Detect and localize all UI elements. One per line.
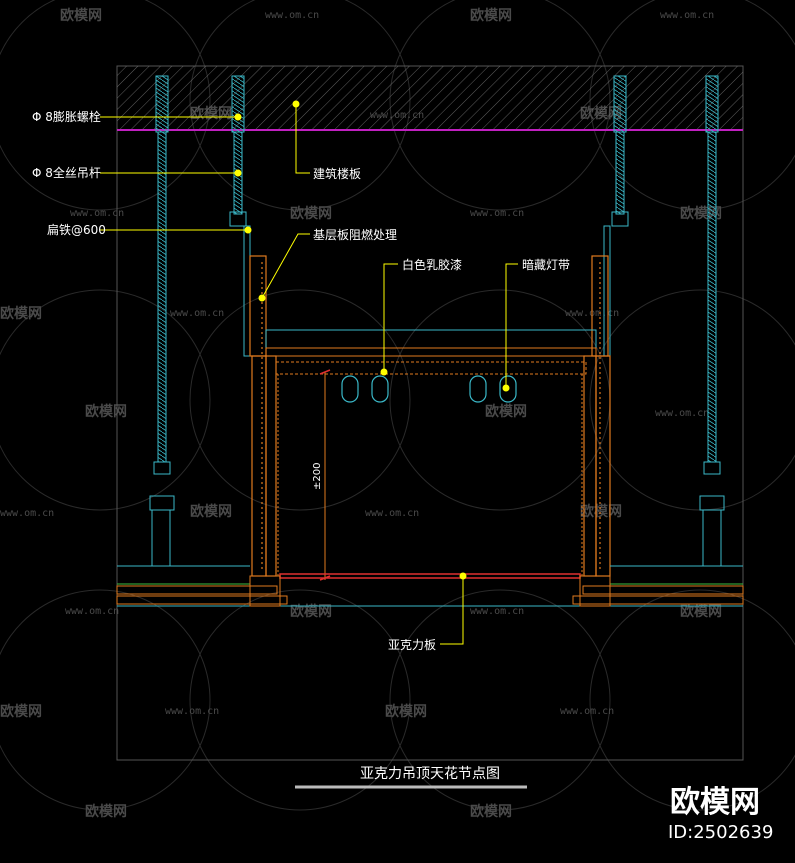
label-floor-slab: 建筑楼板 (313, 166, 361, 181)
watermark-brand: 欧模网 (580, 503, 622, 520)
floor-slab (117, 66, 743, 130)
logo-brand: 欧模网 (670, 785, 760, 820)
watermark-brand: 欧模网 (470, 803, 512, 820)
watermark-url: www.om.cn (470, 606, 524, 617)
watermark-url: www.om.cn (655, 408, 709, 419)
logo-id: ID:2502639 (668, 822, 773, 843)
ceiling-left (116, 565, 290, 607)
watermark-url: www.om.cn (265, 10, 319, 21)
leaders (100, 100, 518, 645)
right-hangers (603, 75, 725, 567)
watermark-url: www.om.cn (170, 308, 224, 319)
watermark-url: www.om.cn (660, 10, 714, 21)
label-white-paint: 白色乳胶漆 (402, 257, 462, 272)
drawing-frame (116, 65, 744, 761)
left-hangers (149, 75, 251, 567)
labels: Φ 8膨胀螺栓 Φ 8全丝吊杆 扁铁@600 建筑楼板 基层板阻燃处理 白色乳胶… (32, 109, 570, 652)
label-threaded-rod: Φ 8全丝吊杆 (32, 165, 101, 180)
watermark-brand: 欧模网 (85, 403, 127, 420)
watermark-brand: 欧模网 (485, 403, 527, 420)
label-hidden-light: 暗藏灯带 (522, 257, 570, 272)
watermark-url: www.om.cn (165, 706, 219, 717)
watermark-brand: 欧模网 (290, 205, 332, 222)
watermark-brand: 欧模网 (60, 7, 102, 24)
watermark-brand: 欧模网 (290, 603, 332, 620)
label-expansion-bolt: Φ 8膨胀螺栓 (32, 109, 101, 124)
dimension: ±200 (312, 369, 331, 581)
label-base-board: 基层板阻燃处理 (313, 227, 397, 242)
drawing-title: 亚克力吊顶天花节点图 (360, 766, 500, 782)
label-flat-iron: 扁铁@600 (47, 223, 106, 237)
watermark-url: www.om.cn (470, 208, 524, 219)
cavity-walls (277, 374, 583, 578)
watermark-brand: 欧模网 (0, 703, 42, 720)
watermark-url: www.om.cn (70, 208, 124, 219)
watermark-url: www.om.cn (560, 706, 614, 717)
watermark-url: www.om.cn (65, 606, 119, 617)
watermark-brand: 欧模网 (0, 305, 42, 322)
watermark-brand: 欧模网 (470, 7, 512, 24)
watermark-brand: 欧模网 (680, 603, 722, 620)
light-strips (341, 375, 517, 403)
watermark-brand: 欧模网 (190, 503, 232, 520)
label-acrylic: 亚克力板 (388, 638, 436, 652)
right-boards (583, 255, 611, 577)
top-box (265, 329, 597, 375)
ceiling-right (570, 565, 744, 607)
watermark-brand: 欧模网 (385, 703, 427, 720)
dimension-label: ±200 (312, 463, 323, 490)
watermark-url: www.om.cn (365, 508, 419, 519)
watermark-brand: 欧模网 (85, 803, 127, 820)
watermark-url: www.om.cn (0, 508, 54, 519)
left-boards (249, 255, 277, 577)
